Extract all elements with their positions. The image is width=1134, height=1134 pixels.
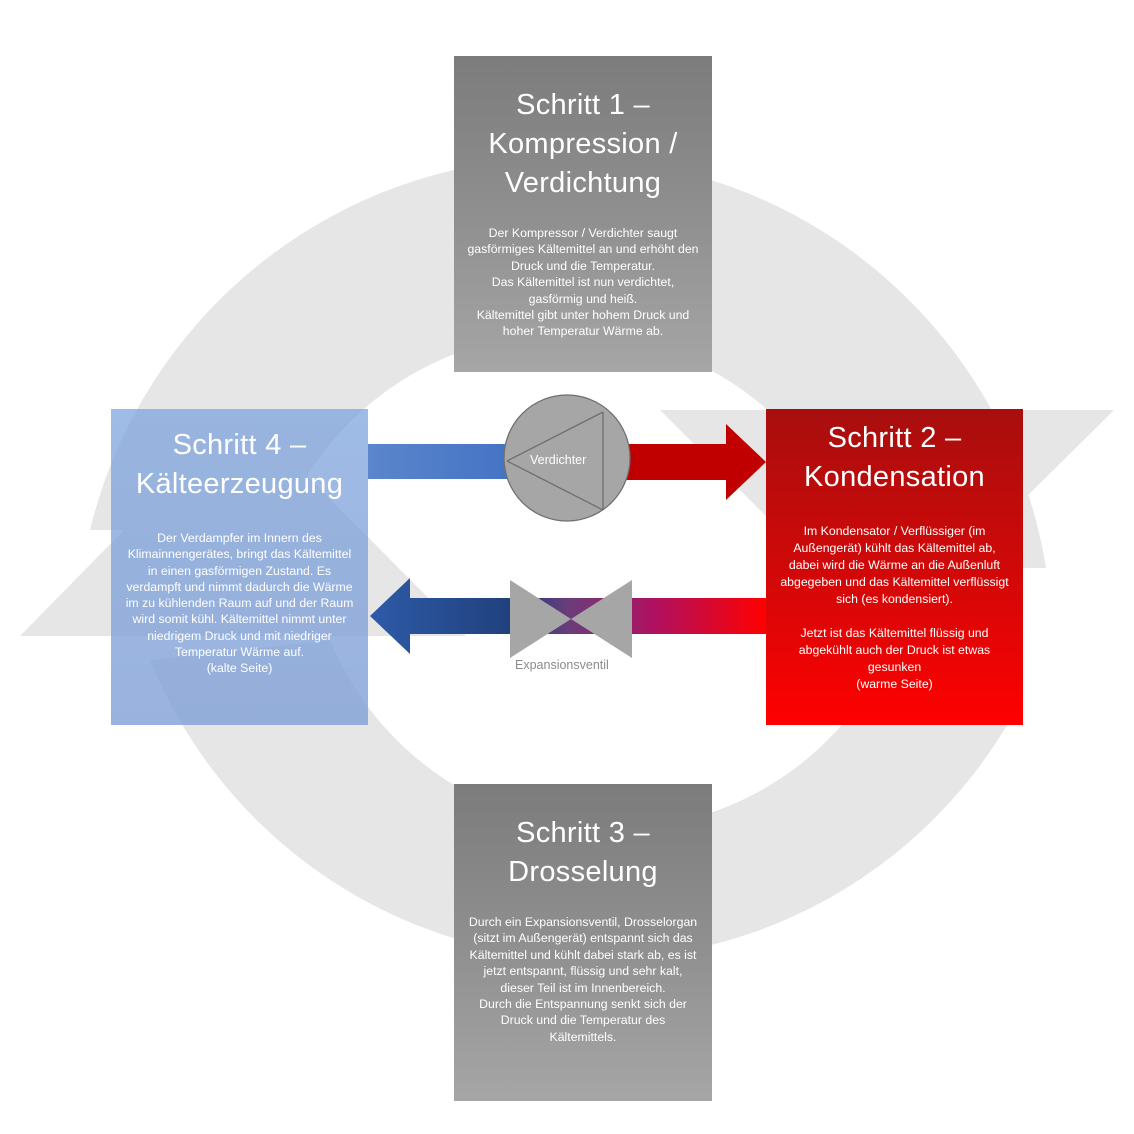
step-2-box: Schritt 2 – Kondensation Im Kondensator … — [766, 409, 1023, 725]
expansion-valve-symbol — [510, 580, 632, 658]
step-2-title: Schritt 2 – Kondensation — [804, 422, 985, 493]
step-3-title: Schritt 3 – Drosselung — [508, 817, 658, 888]
expansion-valve-label: Expansionsventil — [515, 658, 609, 672]
step-3-description: Durch ein Expansionsventil, Drosselorgan… — [468, 915, 698, 1044]
step-3-box: Schritt 3 – Drosselung Durch ein Expansi… — [454, 784, 712, 1101]
step-4-title: Schritt 4 – Kälteerzeugung — [135, 429, 344, 500]
blue-flow-shaft — [368, 444, 518, 479]
step-1-description: Der Kompressor / Verdichter saugt gasför… — [467, 226, 699, 339]
step-1-box: Schritt 1 – Kompression / Verdichtung De… — [454, 56, 712, 372]
lower-flow-arrow — [370, 578, 766, 654]
compressor-symbol — [503, 394, 631, 522]
step-2-description: Im Kondensator / Verflüssiger (im Außeng… — [780, 524, 1009, 691]
red-flow-arrow — [618, 424, 766, 500]
compressor-label: Verdichter — [530, 453, 587, 467]
step-4-box: Schritt 4 – Kälteerzeugung Der Verdampfe… — [111, 409, 368, 725]
cycle-ring — [90, 157, 1046, 568]
step-4-description: Der Verdampfer im Innern des Klimainneng… — [125, 531, 354, 676]
step-1-title: Schritt 1 – Kompression / Verdichtung — [488, 89, 678, 199]
